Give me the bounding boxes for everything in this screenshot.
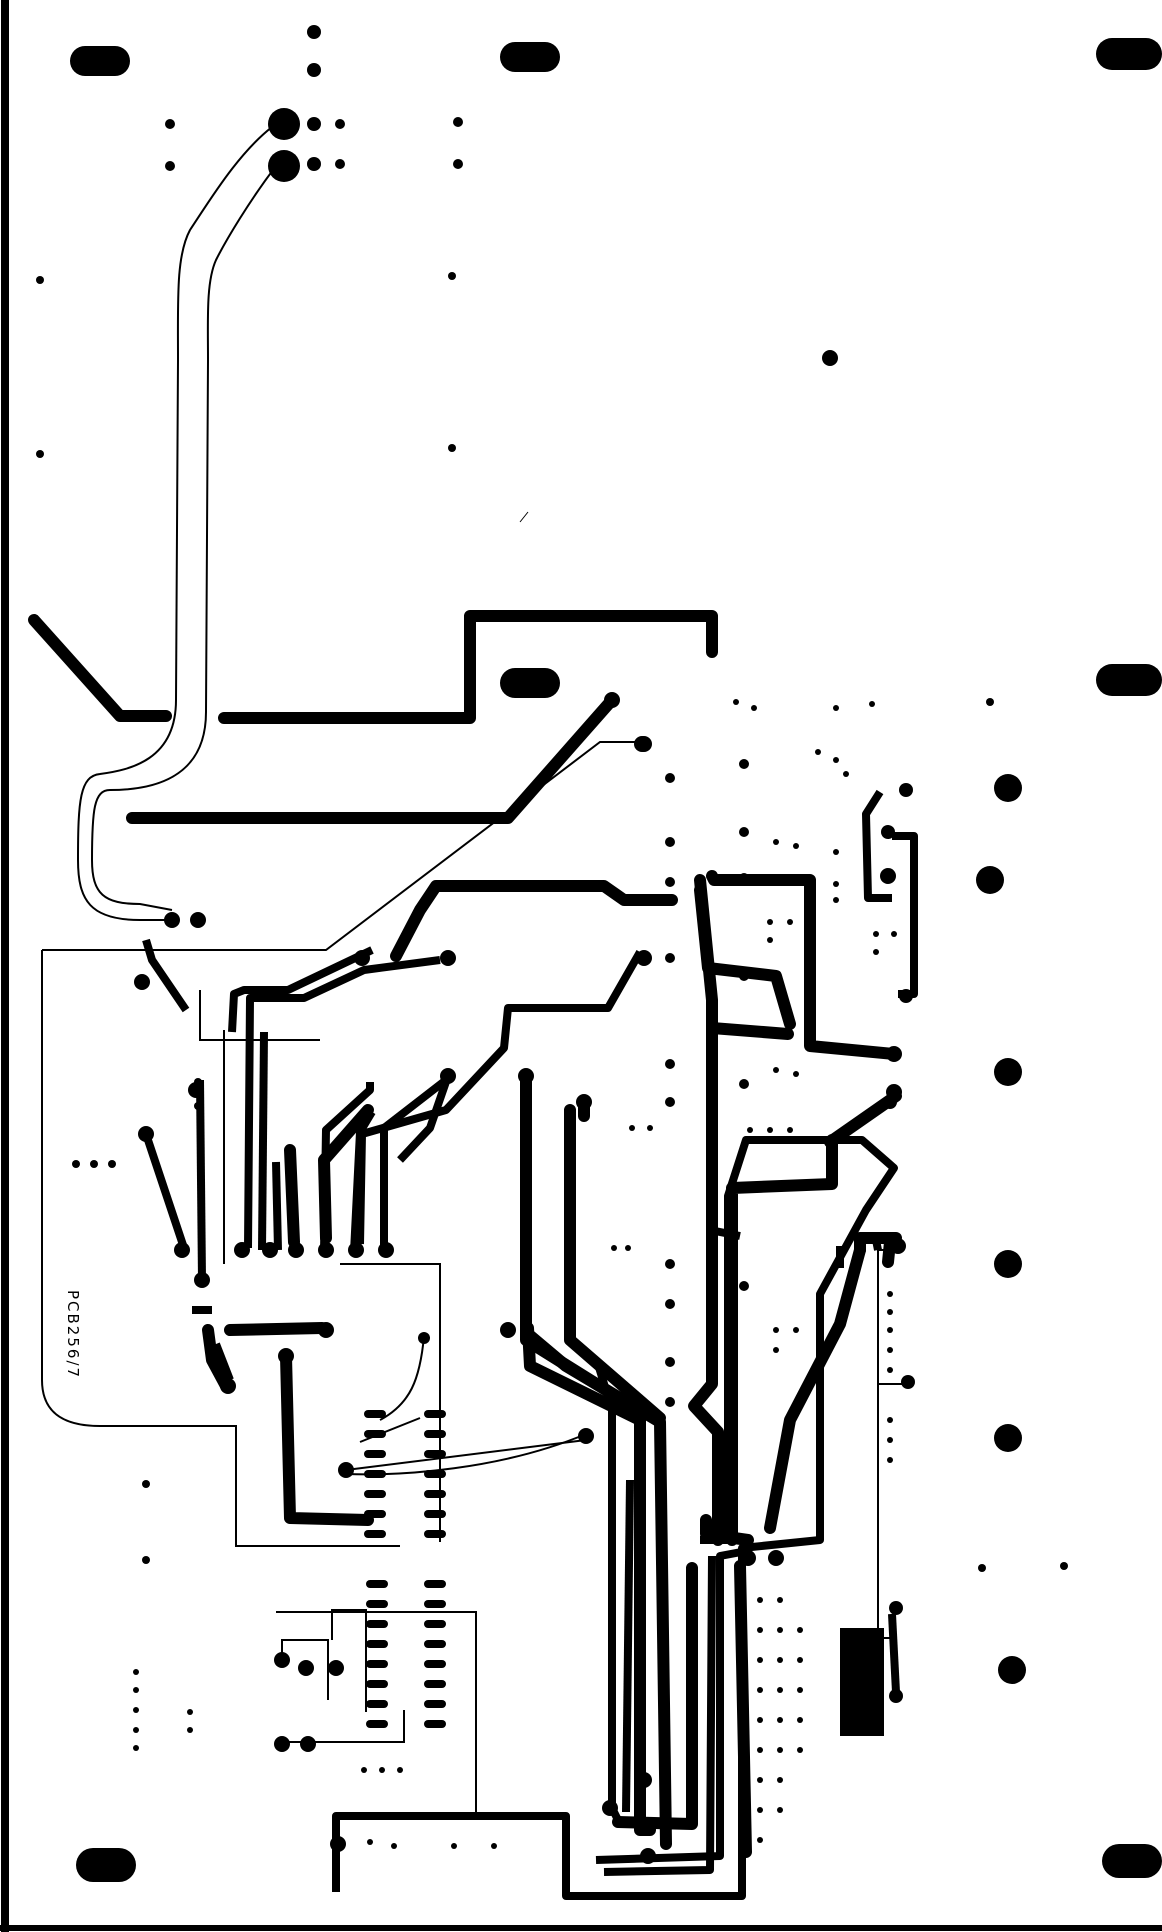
large-pads <box>268 108 1026 1684</box>
board-part-number: PCB256/7 <box>64 1290 82 1380</box>
thin-traces <box>41 123 906 1812</box>
trace-pads <box>134 692 906 1864</box>
dot-rows <box>133 699 897 1849</box>
resistor-block <box>840 1628 884 1736</box>
ic-footprint-lower <box>366 1580 446 1728</box>
outline-traces <box>142 789 918 1900</box>
mounting-slots <box>70 38 1162 1882</box>
ic-footprint-upper <box>364 1410 446 1538</box>
stray-mark <box>519 511 529 523</box>
